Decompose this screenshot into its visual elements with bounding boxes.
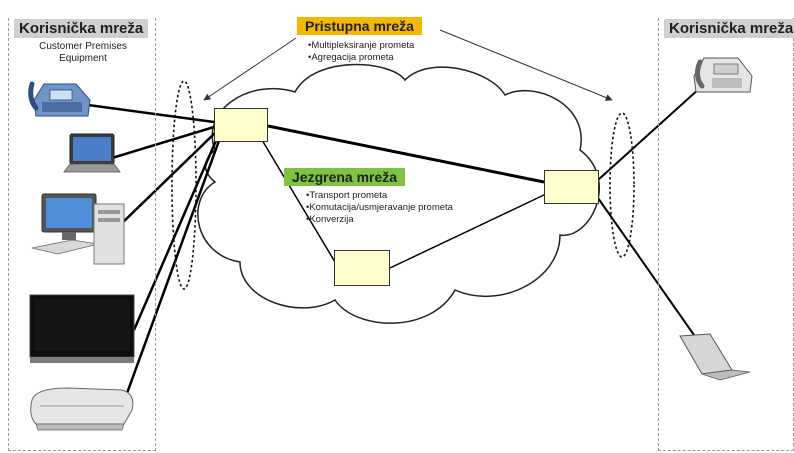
access-node-right [544,170,599,204]
core-node-bottom [334,250,390,286]
link-tv-to-node [132,135,220,331]
laptop-icon [63,133,121,173]
left-access-ellipse [171,80,197,290]
link-left-node-to-bottom-node [261,139,336,263]
core-function-item: Konverzija [306,214,453,226]
arrow-to-left-access [203,37,297,101]
link-laptop-to-node [111,125,215,160]
left-zone-subtitle-2: Equipment [59,53,107,64]
link-phone-to-node [87,103,215,124]
access-network-functions: Multipleksiranje prometa Agregacija prom… [308,40,414,64]
right-zone-title: Korisnička mreža [664,19,794,38]
link-desktop-to-node [119,131,217,226]
desk-phone-icon [28,81,91,117]
left-zone-subtitle-1: Customer Premises [39,41,127,52]
desktop-computer-icon [31,193,125,265]
access-network-title: Pristupna mreža [297,17,422,35]
link-left-node-to-right-node [267,124,545,184]
link-node-to-right-phone [597,87,701,181]
right-customer-zone [658,18,794,451]
laptop-icon [679,333,751,381]
right-access-ellipse [609,112,635,258]
access-function-item: Agregacija prometa [308,52,414,64]
desk-phone-icon [693,57,753,93]
core-network-functions: Transport prometa Komutacija/usmjeravanj… [306,190,453,226]
television-icon [29,294,135,363]
link-node-to-right-laptop [597,197,709,356]
left-zone-title: Korisnička mreža [14,19,149,38]
access-node-left [214,108,268,142]
access-function-item: Multipleksiranje prometa [308,40,414,52]
link-bottom-node-to-right-node [389,193,547,269]
core-network-title: Jezgrena mreža [284,168,406,186]
arrow-to-right-access [439,29,613,101]
game-console-icon [30,387,134,431]
core-function-item: Komutacija/usmjeravanje prometa [306,202,453,214]
left-customer-zone [8,18,156,451]
link-console-to-node [124,137,222,397]
core-function-item: Transport prometa [306,190,453,202]
